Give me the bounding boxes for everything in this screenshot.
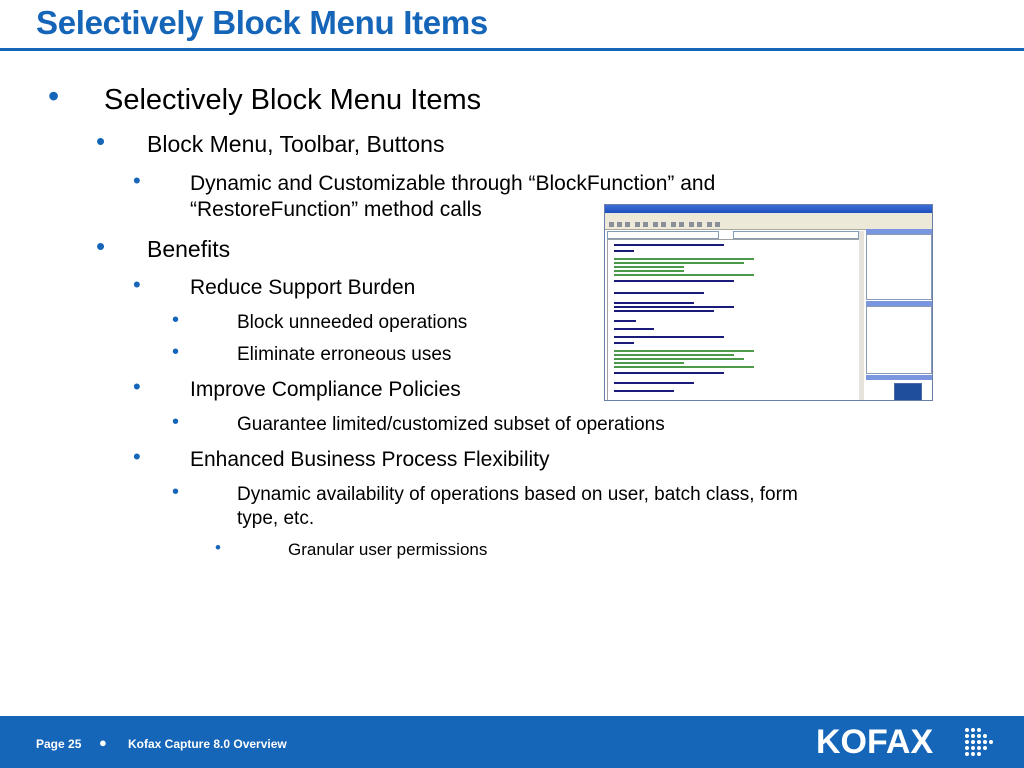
- code-line: [614, 390, 674, 392]
- screenshot-form-layout-header: [866, 375, 932, 380]
- screenshot-toolbar-icon: [689, 222, 694, 227]
- code-line: [614, 244, 724, 246]
- code-line: [614, 320, 636, 322]
- code-line: [614, 262, 744, 264]
- footer-bar: Page 25 ● Kofax Capture 8.0 Overview KOF…: [0, 716, 1024, 768]
- screenshot-toolbar-icon: [661, 222, 666, 227]
- page-number: Page 25: [36, 737, 82, 751]
- screenshot-toolbar-icon: [609, 222, 614, 227]
- code-line: [614, 350, 754, 352]
- bullet-dot: •: [133, 168, 141, 193]
- code-line: [614, 266, 684, 268]
- screenshot-titlebar: [605, 205, 932, 213]
- bullet-text-continued: “RestoreFunction” method calls: [190, 198, 482, 221]
- screenshot-toolbar-icon: [625, 222, 630, 227]
- code-line: [614, 258, 754, 260]
- screenshot-toolbar-icon: [671, 222, 676, 227]
- code-line: [614, 310, 714, 312]
- bullet-dot: •: [172, 411, 180, 433]
- bullet-text: Block Menu, Toolbar, Buttons: [147, 131, 445, 157]
- bullet-dot: •: [172, 309, 180, 331]
- screenshot-toolbar-icon: [707, 222, 712, 227]
- bullet-dot: •: [48, 78, 60, 114]
- screenshot-toolbar-icon: [679, 222, 684, 227]
- kofax-logo: KOFAX: [816, 723, 934, 761]
- bullet-text: Enhanced Business Process Flexibility: [190, 448, 550, 471]
- bullet-text: Benefits: [147, 236, 231, 262]
- bullet-text: Improve Compliance Policies: [190, 378, 461, 401]
- code-line: [614, 362, 684, 364]
- code-line: [614, 250, 634, 252]
- bullet-dot: •: [133, 374, 141, 399]
- code-line: [614, 270, 684, 272]
- code-line: [614, 342, 634, 344]
- screenshot-code-pane: [607, 239, 861, 400]
- vb-editor-screenshot: [604, 204, 933, 401]
- code-line: [614, 366, 754, 368]
- code-line: [614, 302, 694, 304]
- presentation-title: Kofax Capture 8.0 Overview: [128, 737, 287, 751]
- screenshot-toolbar-icon: [697, 222, 702, 227]
- screenshot-procedure-combo: [733, 231, 859, 239]
- code-line: [614, 274, 754, 276]
- code-line: [614, 336, 724, 338]
- screenshot-toolbar-icon: [653, 222, 658, 227]
- screenshot-project-header: [866, 229, 932, 234]
- bullet-text: Dynamic and Customizable through “BlockF…: [190, 172, 716, 195]
- kofax-dot-grid-icon: [965, 728, 993, 756]
- bullet-text: Reduce Support Burden: [190, 276, 416, 299]
- bullet-dot: •: [96, 126, 106, 156]
- code-line: [614, 372, 724, 374]
- screenshot-object-combo: [607, 231, 719, 239]
- bullet-text: Granular user permissions: [288, 540, 488, 559]
- screenshot-toolbar-icon: [617, 222, 622, 227]
- code-line: [614, 306, 734, 308]
- screenshot-properties-header: [866, 301, 932, 306]
- bullet-dot: •: [96, 231, 106, 261]
- screenshot-menubar: [605, 213, 932, 220]
- code-line: [614, 292, 704, 294]
- footer-separator: ●: [99, 735, 107, 750]
- bullet-text-continued: type, etc.: [237, 508, 315, 529]
- bullet-text: Dynamic availability of operations based…: [237, 484, 798, 505]
- code-line: [614, 328, 654, 330]
- screenshot-project-tree: [866, 234, 932, 300]
- bullet-text: Guarantee limited/customized subset of o…: [237, 414, 665, 435]
- screenshot-toolbar-icon: [715, 222, 720, 227]
- screenshot-scrollbar: [859, 231, 864, 400]
- bullet-text: Eliminate erroneous uses: [237, 344, 452, 365]
- bullet-list: • Selectively Block Menu Items • Block M…: [48, 78, 798, 559]
- bullet-text: Block unneeded operations: [237, 312, 468, 333]
- bullet-dot: •: [215, 538, 221, 557]
- bullet-dot: •: [172, 481, 180, 503]
- bullet-dot: •: [172, 341, 180, 363]
- screenshot-toolbar: [605, 220, 932, 230]
- screenshot-form-preview: [894, 383, 922, 400]
- screenshot-toolbar-icon: [643, 222, 648, 227]
- code-line: [614, 280, 734, 282]
- screenshot-toolbar-icon: [635, 222, 640, 227]
- screenshot-properties-pane: [866, 306, 932, 374]
- bullet-dot: •: [133, 444, 141, 469]
- bullet-text: Selectively Block Menu Items: [104, 84, 482, 116]
- code-line: [614, 358, 744, 360]
- slide-title: Selectively Block Menu Items: [36, 4, 488, 41]
- title-divider: [0, 48, 1024, 51]
- code-line: [614, 354, 734, 356]
- code-line: [614, 382, 694, 384]
- bullet-dot: •: [133, 272, 141, 297]
